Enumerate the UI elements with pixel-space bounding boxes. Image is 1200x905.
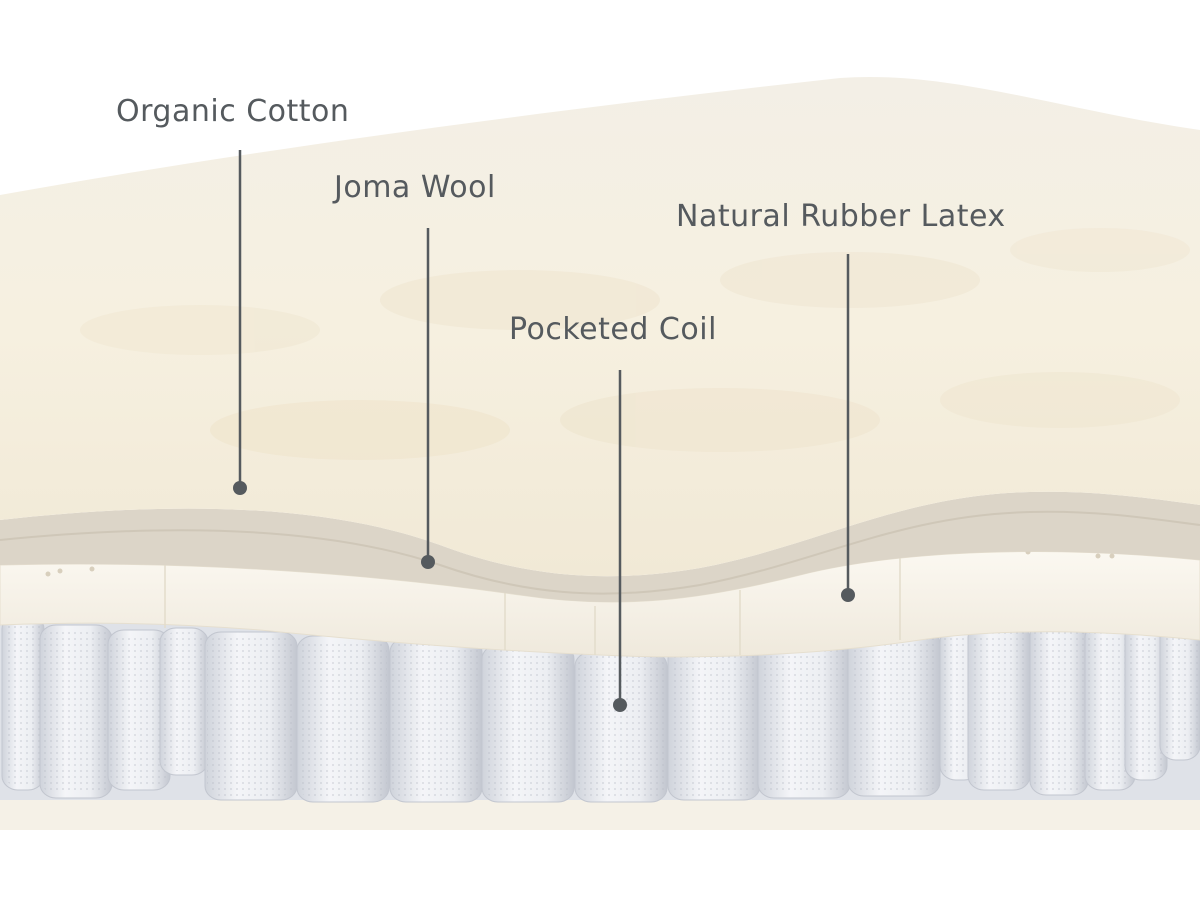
pocketed-coil-layer — [0, 610, 1200, 803]
coil-fabric-texture — [670, 649, 758, 796]
coil-fabric-texture — [110, 634, 168, 786]
coil-fabric-texture — [4, 619, 42, 786]
coil-fabric-texture — [299, 640, 387, 798]
pocketed-coil-label: Pocketed Coil — [509, 312, 717, 347]
coil-fabric-texture — [1087, 628, 1133, 786]
joma-wool-marker — [421, 555, 435, 569]
coil-fabric-texture — [207, 636, 295, 796]
organic-cotton-label: Organic Cotton — [116, 94, 350, 129]
organic-cotton-marker — [233, 481, 247, 495]
coil-fabric-texture — [760, 640, 848, 794]
coil-fabric-texture — [1162, 616, 1198, 756]
leader-lines — [238, 150, 850, 704]
latex-seams — [164, 552, 901, 655]
coil-fabric-texture — [162, 632, 206, 771]
leader-dots — [233, 481, 855, 712]
joma-wool-layer — [0, 491, 1200, 603]
coil-fabric-texture — [484, 649, 572, 798]
coil-fabric-texture — [1127, 626, 1165, 776]
coil-fabric-texture — [1032, 626, 1086, 791]
coil-fabric-texture — [850, 634, 938, 792]
quilting-pattern — [80, 228, 1190, 460]
joma-wool-label: Joma Wool — [334, 170, 496, 205]
natural-rubber-latex-label: Natural Rubber Latex — [676, 199, 1006, 234]
coil-fabric-texture — [42, 629, 110, 794]
pocketed-coil-marker — [613, 698, 627, 712]
coil-fabric-texture — [392, 642, 480, 798]
coil-fabric-texture — [970, 628, 1028, 786]
natural-rubber-latex-marker — [841, 588, 855, 602]
coil-fabric-texture — [577, 656, 665, 798]
